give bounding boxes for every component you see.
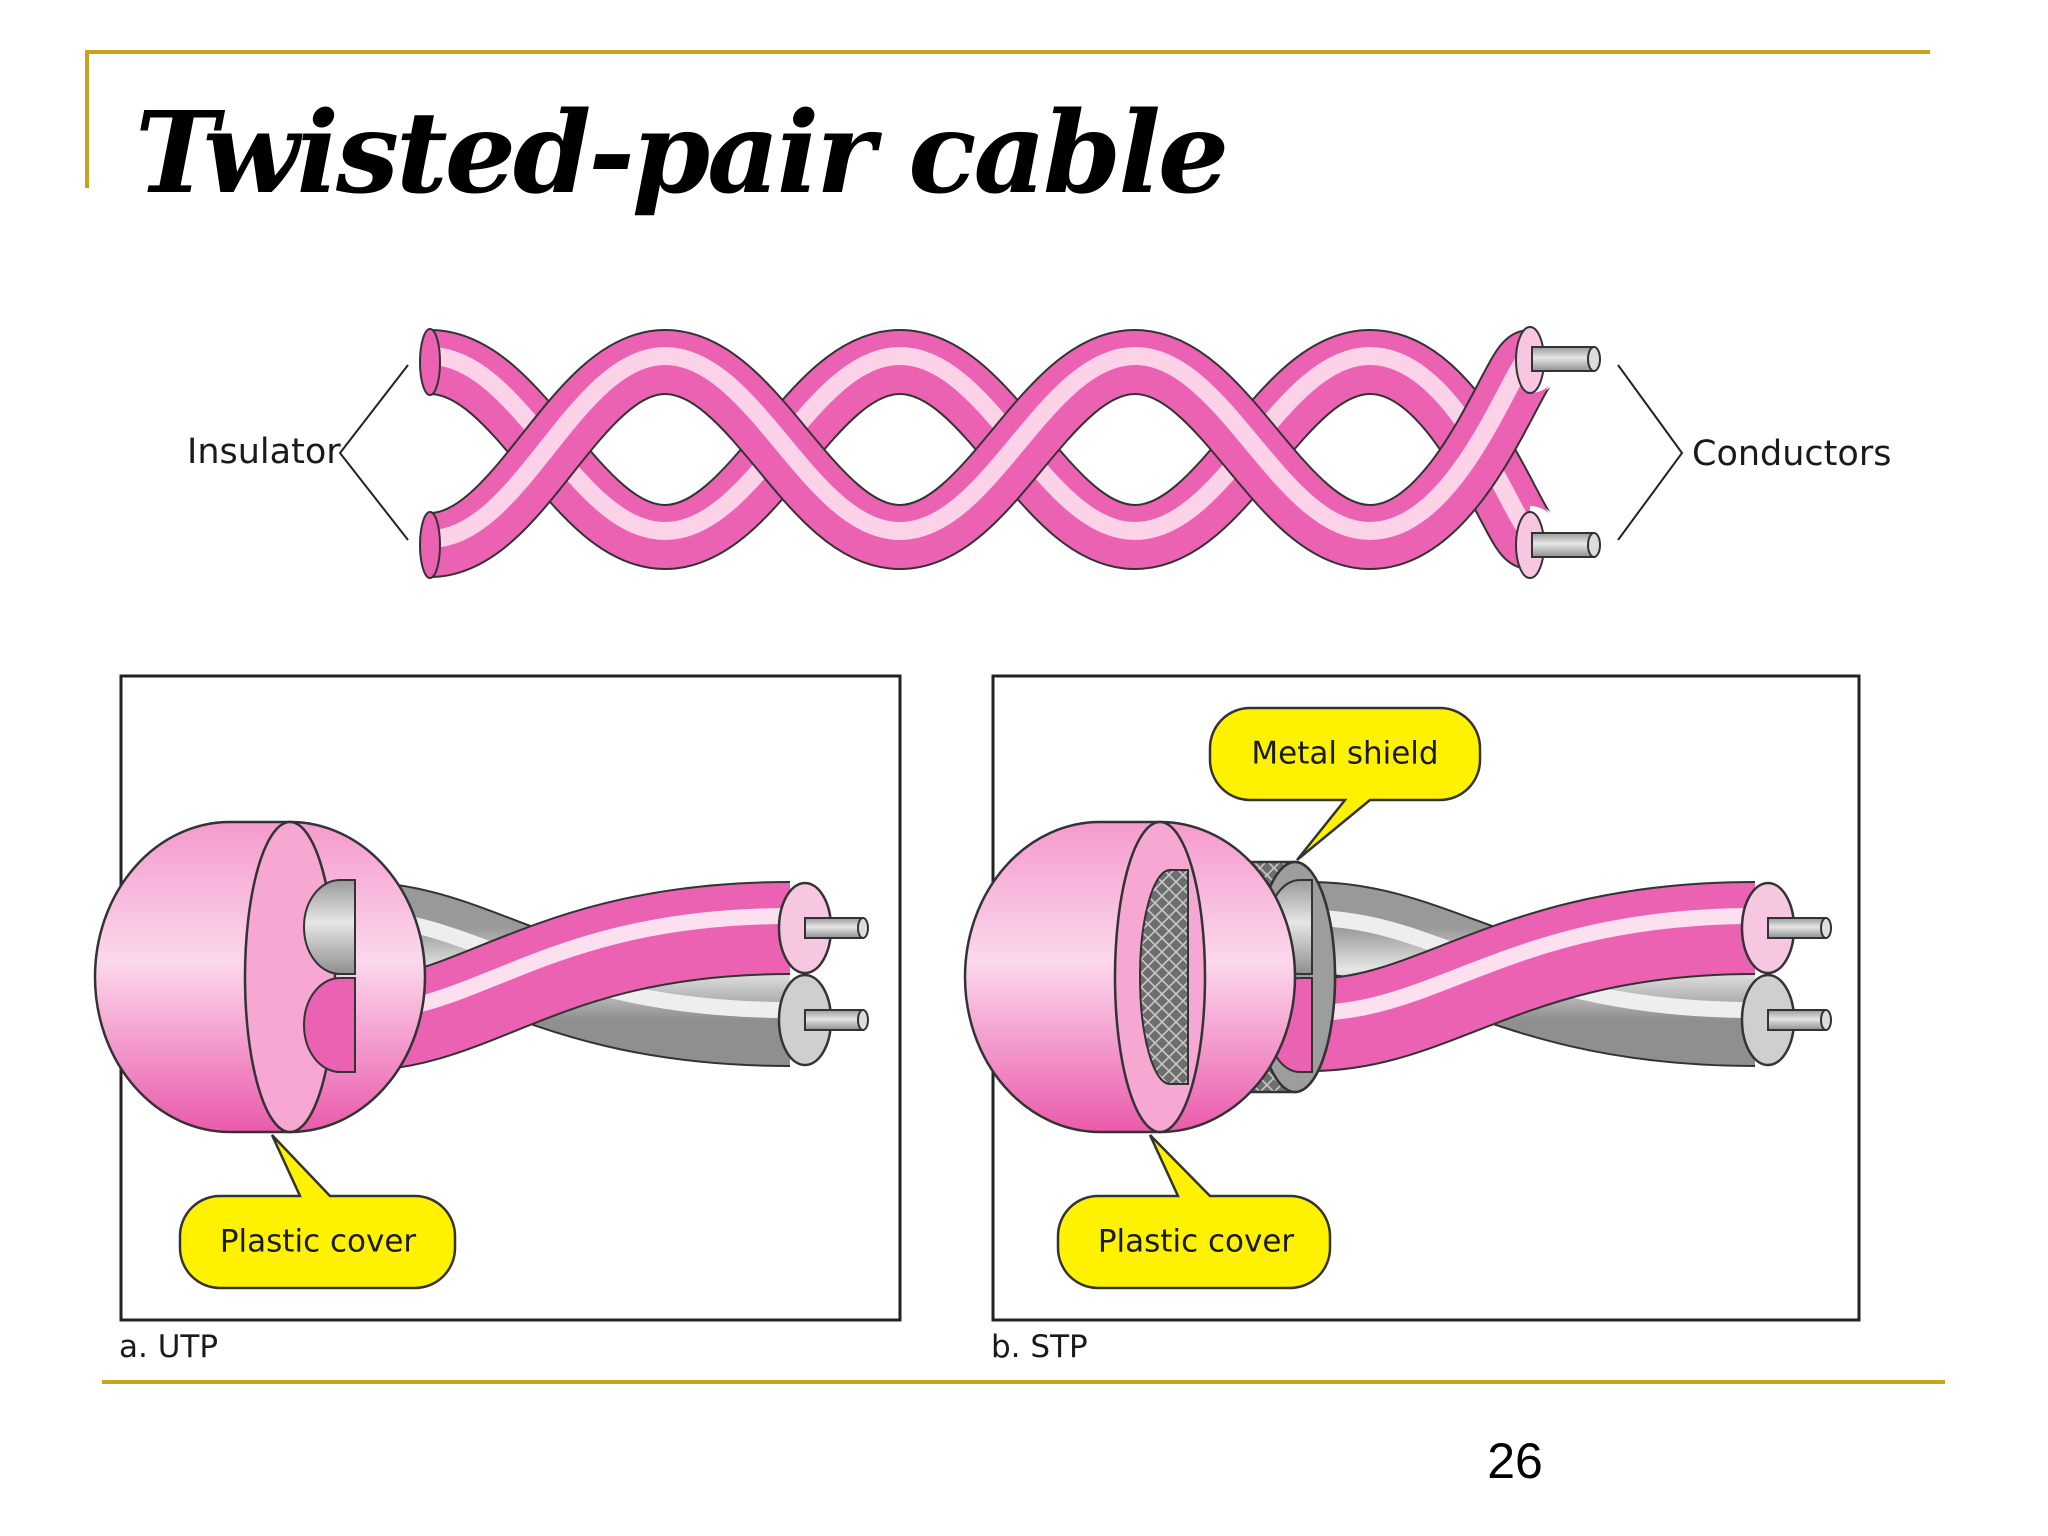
page-number: 26 <box>1487 1433 1543 1489</box>
stp-conductor-bottom <box>1767 1009 1827 1031</box>
wire-b-left-end <box>419 511 441 579</box>
stp-shield-callout <box>1208 706 1482 861</box>
slide-title: Twisted-pair cable <box>135 88 1229 219</box>
utp-callout-plastic-cover: Plastic cover <box>220 1224 417 1260</box>
utp-panel: Plastic cover a. UTP <box>93 674 902 1365</box>
utp-caption: a. UTP <box>119 1329 218 1365</box>
conductors-label: Conductors <box>1692 434 1891 474</box>
stp-callout-plastic-cover: Plastic cover <box>1098 1224 1295 1260</box>
utp-cover-callout <box>178 1134 457 1290</box>
stp-conductor-top <box>1767 917 1827 939</box>
stp-cover-callout <box>1056 1134 1332 1290</box>
twisted-pair-illustration: Insulator Conductors <box>187 326 1891 579</box>
conductors-bracket <box>1617 364 1684 541</box>
insulator-bracket <box>338 364 409 541</box>
utp-conductor-top <box>804 917 864 939</box>
stp-callout-metal-shield: Metal shield <box>1251 736 1438 772</box>
utp-conductor-bottom <box>804 1009 864 1031</box>
wire-a-left-end <box>419 328 441 396</box>
insulator-label: Insulator <box>187 432 341 472</box>
stp-caption: b. STP <box>991 1329 1088 1365</box>
stp-panel: Metal shield Plastic cover b. STP <box>963 674 1861 1365</box>
conductor-top <box>1531 346 1595 372</box>
conductor-bottom <box>1531 532 1595 558</box>
